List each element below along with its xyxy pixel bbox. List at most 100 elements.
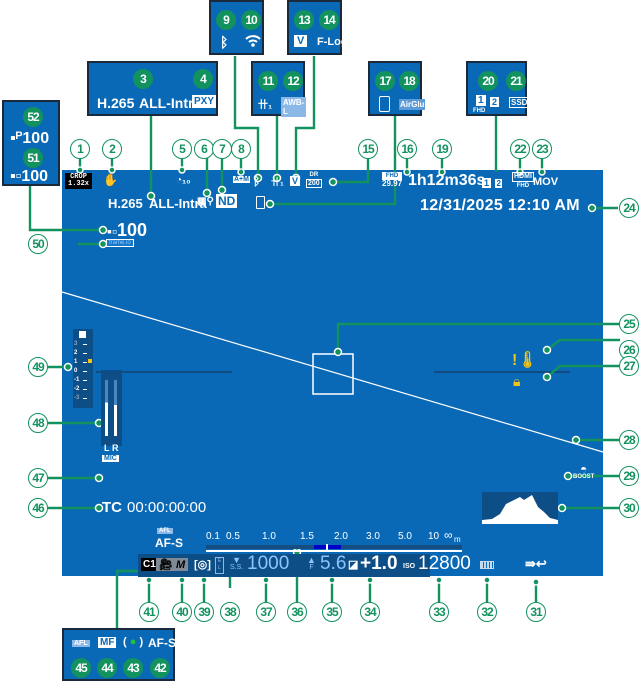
focus-position-marker — [326, 544, 328, 550]
frames-remaining: ▪▫100 — [10, 168, 49, 185]
card-slot-2-icon: 2 — [490, 97, 500, 107]
callout-number: 52 — [23, 107, 43, 127]
card-slot-display: 1 2 — [482, 178, 502, 188]
wifi-icon — [245, 34, 261, 53]
callout-smartphone: 17 18 AirGlu — [368, 61, 426, 116]
callout-number: 20 — [478, 71, 498, 91]
movie-camera-icon: 🎥︎ — [159, 559, 173, 571]
callout-number: 21 — [506, 71, 526, 91]
shutter-speed-label: ▼S.S. — [230, 555, 244, 572]
callout-number: 32 — [477, 602, 497, 622]
aperture-value: 5.6 — [320, 553, 347, 574]
callout-number: 16 — [397, 139, 417, 159]
mic-icon — [79, 331, 86, 338]
callout-white-balance: 11 12 卄₁ AWB-L — [251, 61, 307, 117]
callout-number: 36 — [287, 602, 307, 622]
level-marker — [88, 359, 92, 363]
focus-mode-display: AF-S — [155, 536, 183, 550]
callout-number: 38 — [220, 602, 240, 622]
histogram-curve — [482, 495, 558, 524]
callout-number: 45 — [71, 658, 91, 678]
level-tick — [83, 389, 87, 390]
bluetooth-on-icon: ᛒ — [253, 174, 261, 188]
callout-number: 23 — [532, 139, 552, 159]
timecode-value: 00:00:00:00 — [127, 499, 207, 516]
callout-number: 44 — [97, 658, 117, 678]
callout-number: 30 — [619, 498, 639, 518]
audio-bar-right — [114, 380, 117, 436]
frames-icon: ▪▫ — [107, 223, 117, 239]
audio-channel-r: R — [112, 443, 119, 453]
callout-number: 22 — [510, 139, 530, 159]
callout-number: 9 — [216, 10, 236, 30]
recording-time-remaining: 1h12m36s — [408, 172, 486, 189]
card-slot-1-icon: 1 — [476, 95, 486, 106]
callout-number: 6 — [194, 139, 214, 159]
callout-number: 8 — [231, 139, 251, 159]
callout-number: 12 — [283, 71, 303, 91]
callout-number: 18 — [399, 71, 419, 91]
callout-number: 2 — [102, 139, 122, 159]
level-tick — [83, 398, 87, 399]
exposure-info-bar — [138, 554, 430, 577]
location-icon: ▦⚲ — [197, 196, 214, 207]
power-supply-icon: ⇛↩ — [525, 556, 547, 571]
callout-number: 39 — [194, 602, 214, 622]
film-simulation-display: V — [290, 176, 301, 186]
callout-number: 27 — [619, 356, 639, 376]
callout-number: 48 — [28, 413, 48, 433]
custom-setting-badge: C1 — [141, 558, 158, 571]
all-intra-display: ALL-Intra — [149, 196, 207, 211]
level-tick — [83, 380, 87, 381]
afl-badge: AFL — [72, 640, 90, 647]
iso-label: ISO — [403, 563, 416, 570]
callout-number: 41 — [139, 602, 159, 622]
level-tick-label: 2 — [74, 350, 78, 356]
callout-number: 11 — [258, 71, 278, 91]
level-tick — [83, 371, 87, 372]
white-balance-icon: 卄₁ — [271, 177, 284, 187]
file-format-label: MOV — [533, 176, 559, 188]
frames-remaining-display: ▪▫100 — [107, 220, 147, 240]
airglu-badge: AirGlu — [399, 99, 426, 110]
callout-number: 31 — [526, 602, 546, 622]
callout-focus-mode: AFL MF ( ● ) AF-S 45 44 43 42 — [62, 628, 176, 681]
exposure-compensation-value: +1.0 — [360, 553, 398, 574]
movie-format-badge: FHD 29.97 — [382, 172, 403, 188]
callout-number: 7 — [212, 139, 232, 159]
frameio-badge: frame.io — [106, 239, 134, 247]
callout-number: 10 — [241, 10, 261, 30]
callout-number: 50 — [28, 234, 48, 254]
callout-number: 43 — [123, 658, 143, 678]
callout-number: 14 — [319, 10, 339, 30]
audio-level-meter — [101, 370, 122, 446]
callout-frames: 52 ▪ᴾ100 51 ▪▫100 — [2, 100, 60, 186]
battery-icon — [480, 561, 494, 569]
callout-number: 37 — [256, 602, 276, 622]
callout-number: 34 — [360, 602, 380, 622]
shooting-mode-badge: 🎥︎ M — [156, 558, 189, 571]
audio-channel-l: L — [104, 443, 110, 453]
f-log-label: F-Log — [317, 36, 348, 48]
af-indicator-icon: ( ● ) — [123, 636, 144, 648]
smartphone-connected-icon — [256, 196, 265, 209]
callout-number: 4 — [193, 69, 213, 89]
image-stabilization-icon: ✋ — [103, 173, 118, 187]
callout-number: 51 — [23, 148, 43, 168]
control-lock-icon: 🔒︎ — [513, 373, 521, 389]
callout-number: 17 — [375, 71, 395, 91]
level-tick — [83, 344, 87, 345]
codec-label: H.265 — [97, 95, 135, 111]
a-m-badge: A+M — [233, 176, 250, 183]
callout-number: 5 — [172, 139, 192, 159]
callout-number: 42 — [150, 658, 170, 678]
frames-remaining-alt: ▪ᴾ100 — [10, 130, 50, 147]
callout-number: 25 — [619, 314, 639, 334]
callout-number: 3 — [133, 69, 153, 89]
callout-number: 47 — [28, 468, 48, 488]
mic-input-badge: MIC — [102, 455, 119, 462]
temperature-warning-icon: !🌡︎ — [512, 352, 538, 369]
